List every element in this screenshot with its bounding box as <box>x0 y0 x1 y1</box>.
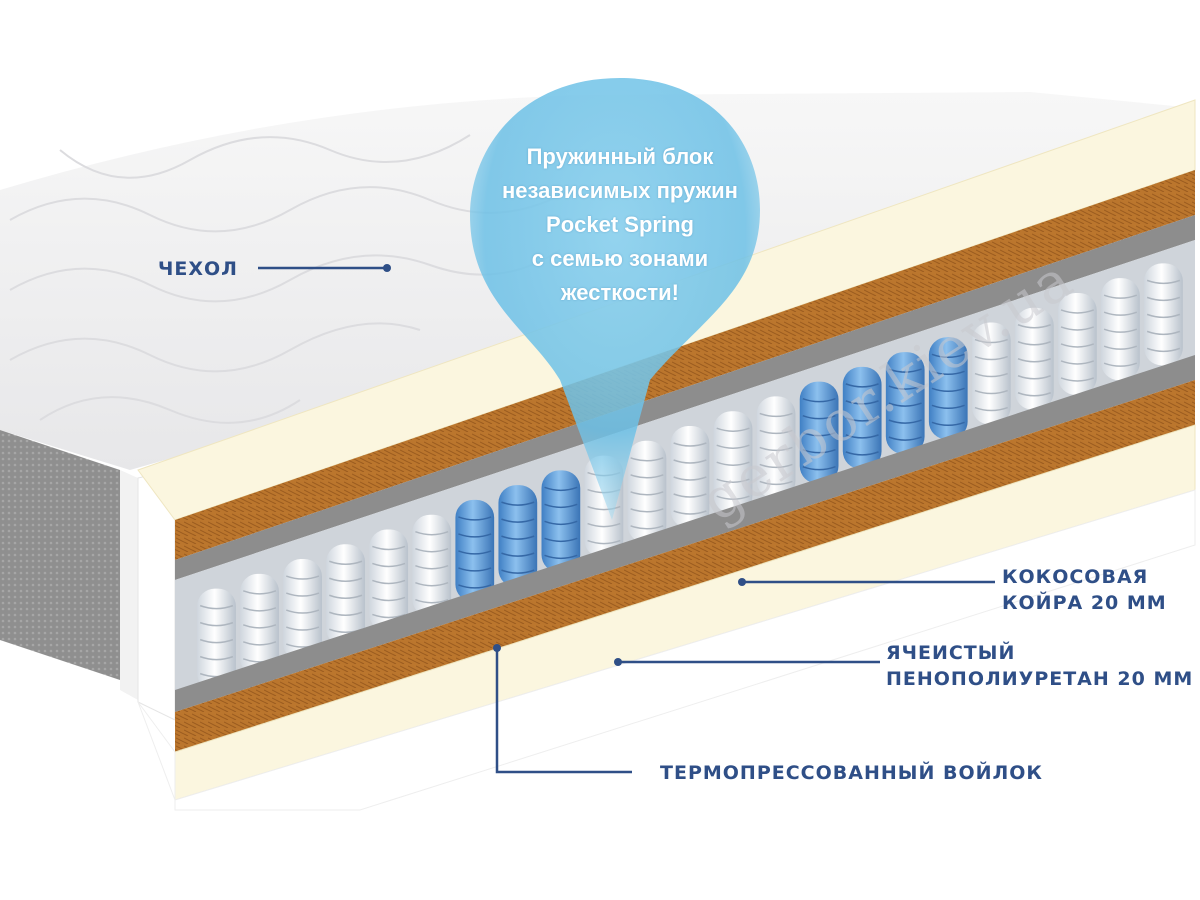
spring-white <box>1144 263 1183 366</box>
spring-white <box>971 322 1011 425</box>
label-foam-line-1: ЯЧЕИСТЫЙ <box>886 642 1016 664</box>
spring-white <box>1014 307 1054 410</box>
spring-white <box>412 514 452 617</box>
top-coir-layer <box>175 170 1195 560</box>
spring-blue <box>842 366 882 469</box>
spring-white <box>670 426 710 528</box>
spring-white <box>326 544 366 647</box>
callout-line-5: жесткости! <box>561 280 679 305</box>
label-felt: ТЕРМОПРЕССОВАННЫЙ ВОЙЛОК <box>660 762 1043 784</box>
callout-text: Пружинный блок независимых пружин Pocket… <box>470 140 770 310</box>
spring-white <box>1058 292 1097 395</box>
callout-line-4: с семью зонами <box>531 246 709 271</box>
callout-line-1: Пружинный блок <box>526 144 714 169</box>
label-coir-line-2: КОЙРА 20 ММ <box>1002 592 1167 614</box>
label-cover: ЧЕХОЛ <box>158 258 238 280</box>
spring-blue <box>455 499 495 602</box>
spring-white <box>713 411 753 514</box>
bottom-coir-layer <box>175 380 1195 752</box>
spring-white <box>1101 278 1140 381</box>
spring-white <box>197 588 236 691</box>
callout-line-2: независимых пружин <box>502 178 738 203</box>
label-foam-line-2: ПЕНОПОЛИУРЕТАН 20 ММ <box>886 668 1194 690</box>
pocket-springs <box>197 263 1183 691</box>
spring-blue <box>498 485 538 588</box>
spring-white <box>627 440 667 543</box>
label-coir-line-1: КОКОСОВАЯ <box>1002 566 1149 588</box>
spring-blue <box>928 337 968 440</box>
spring-white <box>283 559 322 662</box>
label-coconut-coir: КОКОСОВАЯ КОЙРА 20 ММ <box>1002 564 1167 616</box>
side-knit-panel <box>0 430 120 680</box>
spring-blue <box>799 381 839 484</box>
side-piping <box>120 470 138 700</box>
callout-line-3: Pocket Spring <box>546 212 694 237</box>
callout-bubble <box>470 78 760 520</box>
spring-blue <box>885 352 925 455</box>
bottom-felt-layer <box>175 355 1195 712</box>
bottom-cover <box>137 489 1196 811</box>
spring-white <box>756 396 796 499</box>
leader-dots <box>383 264 746 666</box>
spring-blue <box>541 470 581 573</box>
label-foam: ЯЧЕИСТЫЙ ПЕНОПОЛИУРЕТАН 20 ММ <box>886 640 1193 692</box>
leader-lines <box>258 266 995 774</box>
top-felt-layer <box>175 215 1195 580</box>
